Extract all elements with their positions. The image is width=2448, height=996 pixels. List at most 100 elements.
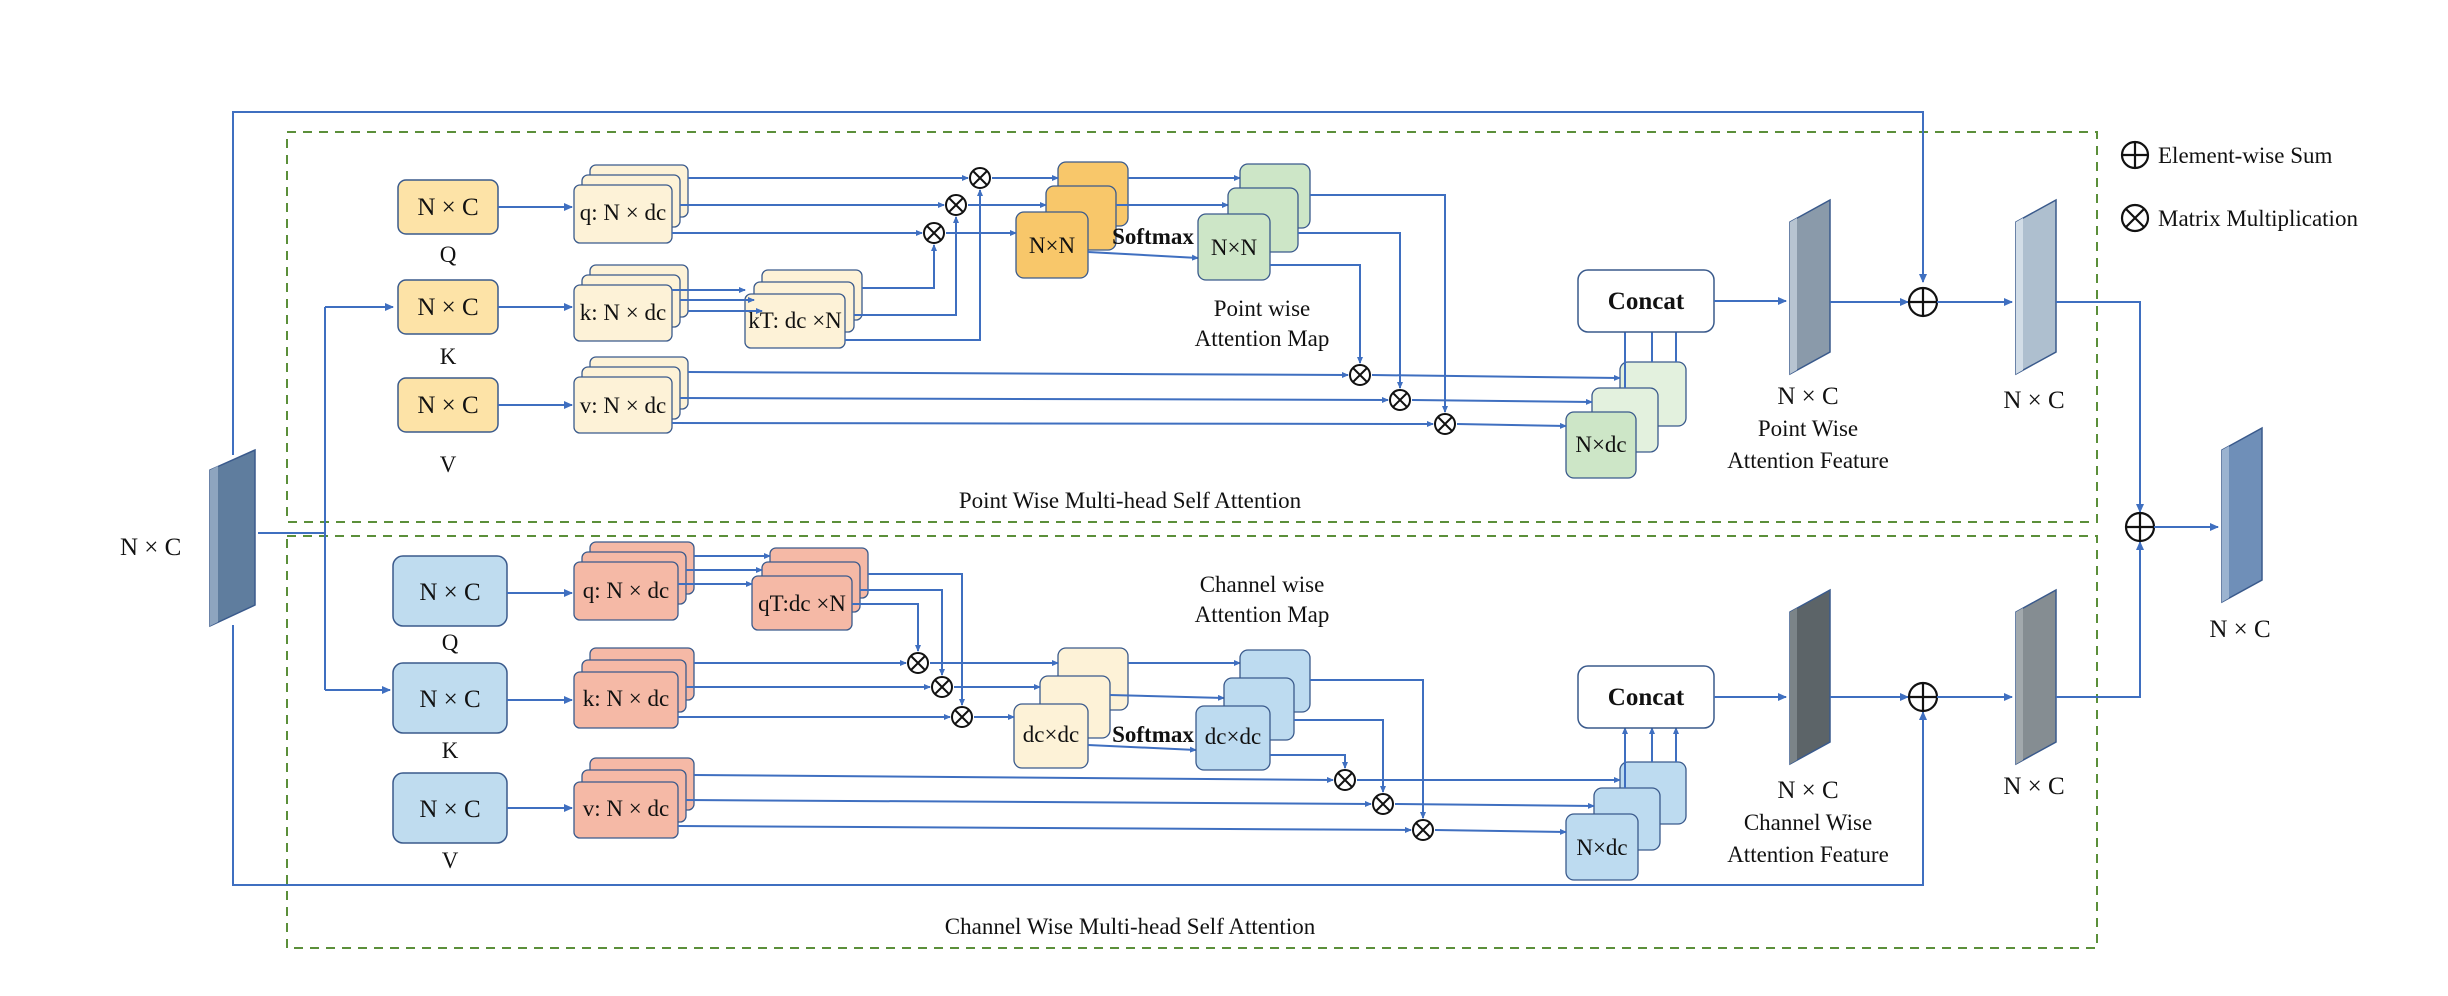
point-k-proj-stack: k: N × dc xyxy=(573,264,689,342)
kT1-to-mult xyxy=(862,244,937,289)
legend-mult-label: Matrix Multiplication xyxy=(2158,206,2358,231)
point-v-box: N × C xyxy=(397,377,499,433)
chan-output-stack: N×dc xyxy=(1565,761,1687,881)
point-to-final-sum xyxy=(2056,301,2144,513)
chan-q-dim: N × C xyxy=(419,579,480,606)
point-nxn-label: N×N xyxy=(1029,233,1076,258)
chan-v-proj-stack: v: N × dc xyxy=(573,757,695,839)
point-mult-3 xyxy=(923,222,945,244)
chan-dcxdc-stack: dc×dc xyxy=(1013,647,1129,769)
chan-softmax-arrow-2 xyxy=(1109,694,1225,701)
point-mult-6 xyxy=(1434,413,1456,435)
chan-map-title-2: Attention Map xyxy=(1195,602,1330,627)
chan-v-proj-label: v: N × dc xyxy=(583,796,669,821)
chan-mult-4 xyxy=(1334,769,1356,791)
chan-k-dim: N × C xyxy=(419,686,480,713)
point-q-label: Q xyxy=(440,242,457,267)
point-q-dim: N × C xyxy=(417,194,478,221)
chan-feat-dim: N × C xyxy=(1777,777,1838,804)
final-output-slab xyxy=(2221,426,2263,604)
chan-v-box: N × C xyxy=(392,772,508,844)
chan-region-title: Channel Wise Multi-head Self Attention xyxy=(945,914,1316,939)
point-k-proj-label: k: N × dc xyxy=(580,300,666,325)
chan-k-box: N × C xyxy=(392,662,508,734)
point-nxn-stack: N×N xyxy=(1015,161,1129,279)
chan-softmax-arrow-3 xyxy=(1087,744,1197,753)
point-k-label: K xyxy=(440,344,457,369)
point-wise-region xyxy=(286,131,2098,523)
chan-mult-1 xyxy=(907,652,929,674)
chan-qT3-to-mult xyxy=(852,603,921,652)
final-output-dim: N × C xyxy=(2209,616,2270,643)
residual-path-bottom xyxy=(232,625,1927,886)
chan-qT-label: qT:dc ×N xyxy=(758,591,846,616)
point-mult-4 xyxy=(1349,364,1371,386)
chan-concat-label: Concat xyxy=(1608,684,1685,711)
point-ndc-label: N×dc xyxy=(1575,432,1626,457)
mult4-to-out xyxy=(1371,374,1621,381)
point-k-box: N × C xyxy=(397,279,499,335)
chan-sum-node xyxy=(1907,681,1939,713)
chan-v-label: V xyxy=(442,848,459,873)
point-q-proj-label: q: N × dc xyxy=(580,200,666,225)
channel-wise-region xyxy=(286,535,2098,949)
point-map-title-2: Attention Map xyxy=(1195,326,1330,351)
chan-q-proj-stack: q: N × dc xyxy=(573,541,695,621)
point-v-proj-label: v: N × dc xyxy=(580,393,666,418)
legend-sum-icon xyxy=(2120,140,2150,170)
chan-qT2-to-mult xyxy=(860,589,945,676)
residual-path-top xyxy=(232,111,1927,455)
point-kT-label: kT: dc ×N xyxy=(748,308,842,333)
softmax-arrow-3 xyxy=(1087,251,1199,261)
point-softmax-label: Softmax xyxy=(1112,224,1194,249)
point-feat-dim: N × C xyxy=(1777,383,1838,410)
chan-ndc-label: N×dc xyxy=(1576,835,1627,860)
chan-mult-5 xyxy=(1372,793,1394,815)
chan-v-dim: N × C xyxy=(419,796,480,823)
map3-to-mult xyxy=(1270,264,1363,364)
point-feat-line3: Attention Feature xyxy=(1727,448,1889,473)
v2-to-mult xyxy=(679,396,1389,403)
chan-feat-line2: Channel Wise xyxy=(1744,810,1872,835)
point-kT-stack: kT: dc ×N xyxy=(744,269,863,349)
chan-map-title-1: Channel wise xyxy=(1200,572,1325,597)
chan-q-box: N × C xyxy=(392,555,508,627)
point-q-box: N × C xyxy=(397,179,499,235)
point-v-label: V xyxy=(440,452,457,477)
legend-mult-icon xyxy=(2120,203,2150,233)
point-k-dim: N × C xyxy=(417,294,478,321)
input-slab xyxy=(209,448,256,628)
map1-to-mult xyxy=(1310,194,1448,413)
point-concat-box: Concat xyxy=(1577,269,1715,333)
point-feature-slab xyxy=(1789,198,1831,376)
chan-mult-2 xyxy=(931,676,953,698)
mult6-to-out xyxy=(1456,422,1567,429)
point-mult-5 xyxy=(1389,389,1411,411)
point-v-dim: N × C xyxy=(417,392,478,419)
point-output-stack: N×dc xyxy=(1565,361,1687,479)
point-v-proj-stack: v: N × dc xyxy=(573,356,689,434)
map2-to-mult xyxy=(1298,232,1403,389)
chan-sum-dim: N × C xyxy=(2003,773,2064,800)
chan-k-proj-label: k: N × dc xyxy=(583,686,669,711)
legend-sum-label: Element-wise Sum xyxy=(2158,143,2332,168)
chan-map1-to-mult xyxy=(1310,679,1426,819)
v1-to-mult xyxy=(687,371,1349,378)
kT2-to-mult xyxy=(854,216,959,316)
chan-v1-to-mult xyxy=(693,774,1334,783)
point-sum-node xyxy=(1907,286,1939,318)
chan-map-dcxdc-label: dc×dc xyxy=(1205,724,1261,749)
point-attention-map-stack: N×N xyxy=(1197,163,1311,281)
final-sum-node xyxy=(2124,511,2156,543)
point-region-title: Point Wise Multi-head Self Attention xyxy=(959,488,1302,513)
input-dim-label: N × C xyxy=(120,534,181,561)
chan-mult5-to-out xyxy=(1394,802,1595,809)
chan-k-label: K xyxy=(442,738,459,763)
chan-qT1-to-mult xyxy=(868,573,965,706)
point-mult-2 xyxy=(945,194,967,216)
v3-to-mult xyxy=(671,420,1434,427)
chan-attention-map-stack: dc×dc xyxy=(1195,649,1311,771)
point-sum-slab xyxy=(2015,198,2057,376)
chan-feature-slab xyxy=(1789,588,1831,766)
